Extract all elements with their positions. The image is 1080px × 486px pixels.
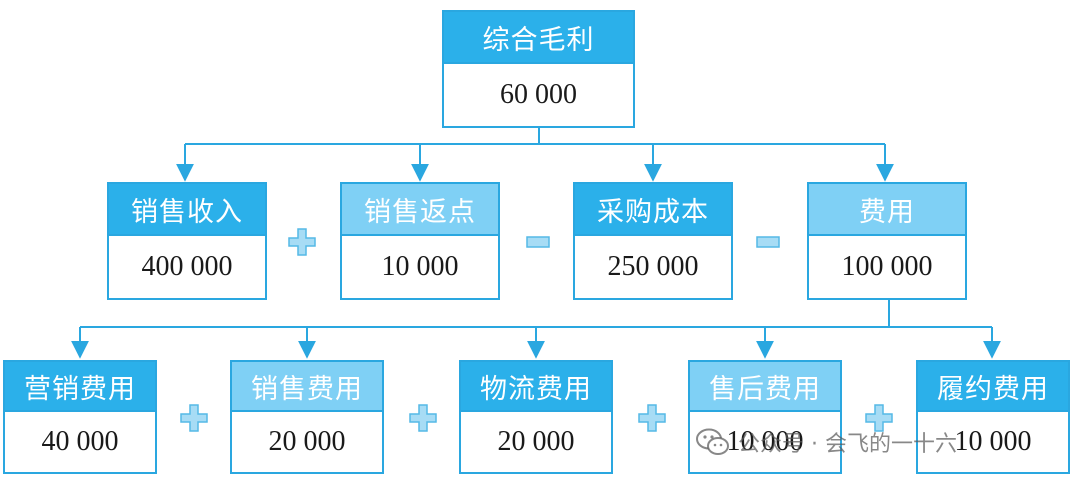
node-sales-revenue-value: 400 000	[141, 251, 233, 282]
plus-operator-icon	[407, 402, 439, 434]
node-sales-expense: 销售费用 20 000	[230, 360, 384, 474]
node-marketing-expense-label: 营销费用	[5, 362, 155, 412]
node-after-sales-expense: 售后费用 10 000	[688, 360, 842, 474]
node-sales-rebate: 销售返点 10 000	[340, 182, 500, 300]
plus-operator-icon	[286, 226, 318, 258]
node-sales-revenue: 销售收入 400 000	[107, 182, 267, 300]
connectors-root-to-level1	[176, 128, 894, 182]
watermark: 公众号 · 会飞的一十六	[696, 422, 1066, 462]
node-fulfillment-expense: 履约费用 10 000	[916, 360, 1070, 474]
node-expenses: 费用 100 000	[807, 182, 967, 300]
node-logistics-expense-value: 20 000	[497, 426, 575, 457]
plus-operator-icon	[636, 402, 668, 434]
node-purchase-cost-label: 采购成本	[575, 184, 731, 236]
minus-operator-icon	[522, 226, 554, 258]
node-after-sales-expense-value: 10 000	[726, 426, 804, 457]
node-sales-revenue-label: 销售收入	[109, 184, 265, 236]
node-fulfillment-expense-value: 10 000	[954, 426, 1032, 457]
plus-operator-icon	[863, 402, 895, 434]
watermark-text: 公众号 · 会飞的一十六	[738, 432, 957, 457]
minus-operator-icon	[752, 226, 784, 258]
node-expenses-label: 费用	[809, 184, 965, 236]
node-sales-rebate-label: 销售返点	[342, 184, 498, 236]
connectors-expense-to-level2	[71, 300, 1001, 359]
plus-operator-icon	[178, 402, 210, 434]
node-expenses-value: 100 000	[841, 251, 933, 282]
node-fulfillment-expense-label: 履约费用	[918, 362, 1068, 412]
node-marketing-expense: 营销费用 40 000	[3, 360, 157, 474]
node-gross-margin-label: 综合毛利	[444, 12, 633, 64]
node-sales-rebate-value: 10 000	[381, 251, 459, 282]
node-sales-expense-label: 销售费用	[232, 362, 382, 412]
node-after-sales-expense-label: 售后费用	[690, 362, 840, 412]
node-marketing-expense-value: 40 000	[41, 426, 119, 457]
node-purchase-cost-value: 250 000	[607, 251, 699, 282]
node-sales-expense-value: 20 000	[268, 426, 346, 457]
node-purchase-cost: 采购成本 250 000	[573, 182, 733, 300]
node-gross-margin: 综合毛利 60 000	[442, 10, 635, 128]
node-logistics-expense-label: 物流费用	[461, 362, 611, 412]
wechat-icon	[696, 428, 729, 455]
node-logistics-expense: 物流费用 20 000	[459, 360, 613, 474]
node-gross-margin-value: 60 000	[500, 79, 577, 110]
